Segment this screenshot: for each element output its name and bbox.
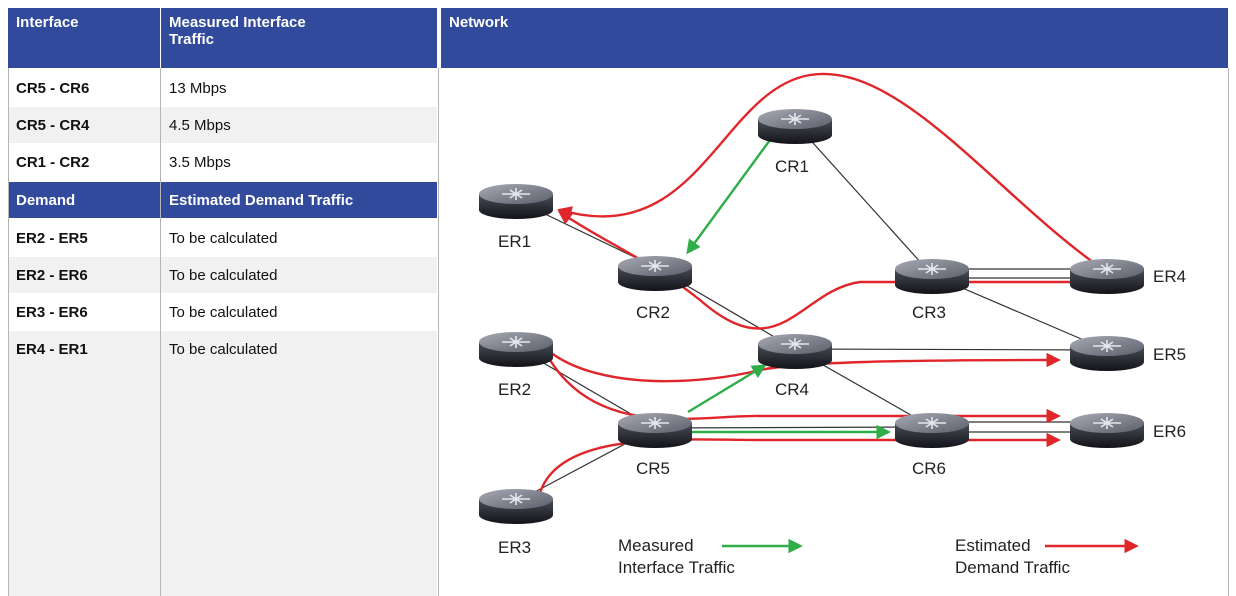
label-cr6: CR6 [912, 459, 946, 478]
label-er2: ER2 [498, 380, 531, 399]
router-er6 [1069, 412, 1145, 449]
demand-row-4-name: ER4 - ER1 [8, 331, 160, 596]
demand-row-1-name: ER2 - ER5 [8, 220, 160, 256]
table-border-left [8, 68, 9, 596]
header-interface: Interface [8, 8, 160, 68]
demand-row-4-value: To be calculated [161, 331, 437, 596]
interface-row-2-name: CR5 - CR4 [8, 107, 160, 143]
demand-row-2-name: ER2 - ER6 [8, 257, 160, 293]
interface-row-1-value: 13 Mbps [161, 70, 437, 106]
table-divider-1 [160, 68, 161, 596]
router-er1 [478, 183, 554, 220]
router-cr1 [757, 108, 833, 145]
measured-cr1-cr2-arrow [686, 139, 771, 255]
link-cr4-er5 [794, 348, 1108, 351]
label-cr1: CR1 [775, 157, 809, 176]
header-measured-line2: Traffic [169, 31, 215, 48]
demand-row-2-value: To be calculated [161, 257, 437, 293]
label-er1: ER1 [498, 232, 531, 251]
label-er4: ER4 [1153, 267, 1186, 286]
interface-row-1-name: CR5 - CR6 [8, 70, 160, 106]
router-er2 [478, 331, 554, 368]
router-er3 [478, 488, 554, 525]
demand-row-3-value: To be calculated [161, 294, 437, 330]
legend-measured-line1: Measured [618, 536, 694, 555]
label-cr3: CR3 [912, 303, 946, 322]
header-measured-line1: Measured Interface [169, 14, 306, 31]
router-cr4 [757, 333, 833, 370]
interface-row-3-value: 3.5 Mbps [161, 144, 437, 180]
demand-row-3-name: ER3 - ER6 [8, 294, 160, 330]
interface-row-3-name: CR1 - CR2 [8, 144, 160, 180]
label-cr2: CR2 [636, 303, 670, 322]
table-border-right [1228, 68, 1229, 596]
label-er6: ER6 [1153, 422, 1186, 441]
router-cr2 [617, 255, 693, 292]
demand-er4-er1-path [557, 72, 1108, 273]
router-cr5 [617, 412, 693, 449]
legend-estimated-line1: Estimated [955, 536, 1031, 555]
table-divider-2 [438, 68, 439, 596]
interface-row-2-value: 4.5 Mbps [161, 107, 437, 143]
router-er4 [1069, 258, 1145, 295]
legend-measured-line2: Interface Traffic [618, 558, 735, 577]
link-cr1-cr3 [794, 122, 933, 276]
demand-row-1-value: To be calculated [161, 220, 437, 256]
demand-er2-er6-path [548, 359, 1061, 424]
header-measured-traffic: Measured Interface Traffic [161, 8, 437, 68]
demand-cr3-er1-path [557, 210, 1107, 330]
header-demand: Demand [8, 182, 160, 218]
network-links [515, 122, 1108, 503]
label-cr5: CR5 [636, 459, 670, 478]
router-cr3 [894, 258, 970, 295]
link-cr5-cr6 [654, 426, 933, 429]
router-cr6 [894, 412, 970, 449]
label-er5: ER5 [1153, 345, 1186, 364]
router-er5 [1069, 335, 1145, 372]
header-estimated-demand: Estimated Demand Traffic [161, 182, 437, 218]
legend: Measured Interface Traffic Estimated Dem… [618, 536, 1139, 577]
label-er3: ER3 [498, 538, 531, 557]
header-network: Network [441, 8, 1228, 68]
label-cr4: CR4 [775, 380, 809, 399]
measured-cr5-cr4-arrow [687, 364, 767, 414]
legend-estimated-line2: Demand Traffic [955, 558, 1070, 577]
